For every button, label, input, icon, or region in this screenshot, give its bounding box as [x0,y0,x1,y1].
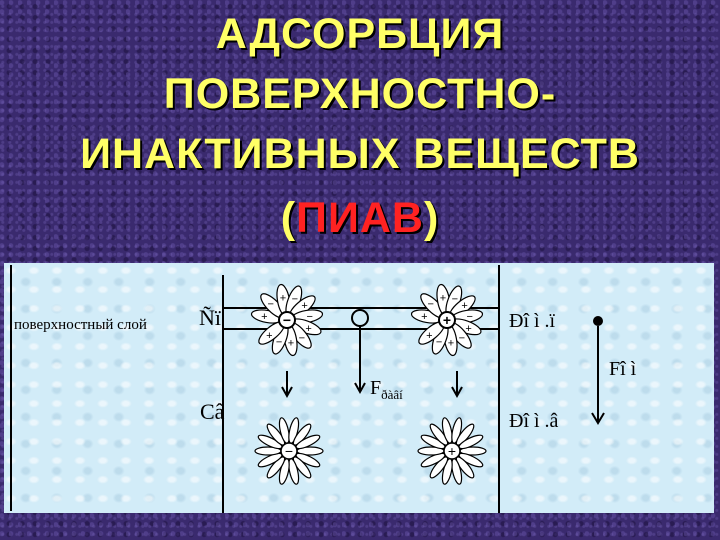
petal-charge-sign: + [461,300,467,312]
title-abbreviation: (ПИАВ) [0,188,720,248]
hydrated-cation-bulk: + [417,417,487,485]
ion-core-charge: + [443,312,451,328]
petal-charge-sign: − [299,333,305,345]
surface-concentration-label: Ñï [199,305,221,330]
petal-charge-sign: − [267,299,273,311]
force-arrow-head [354,382,366,395]
petal-charge-sign: − [306,311,312,323]
petal-charge-sign: − [427,299,433,311]
petal-charge-sign: + [266,330,272,342]
adsorption-diagram: поверхностный слой Ñï Câ Fðàâí Ðî ì .ï Ð… [10,265,637,513]
force-subscript: ðàâí [381,387,403,402]
petal-charge-sign: + [280,292,286,304]
ion-core [438,311,456,329]
pressure-surface-label: Ðî ì .ï [509,310,556,332]
title-line-1: АДСОРБЦИЯ [215,10,505,58]
bulk-concentration-label: Câ [200,399,225,424]
ion-core [443,442,461,460]
petal-charge-sign: − [459,333,465,345]
abbreviation-text: ПИАВ [296,194,424,242]
diagram-panel: поверхностный слой Ñï Câ Fðàâí Ðî ì .ï Ð… [4,263,714,513]
ion-core [280,442,298,460]
resultant-force-label: Fî ì [609,358,637,380]
petal-charge-sign: − [452,293,458,305]
ion-core-charge: − [283,312,291,328]
petal-charge-sign: − [466,311,472,323]
force-label: Fðàâí [370,377,403,402]
petal-charge-sign: + [288,338,294,350]
force-letter: F [370,377,381,399]
paren-open: ( [280,194,297,242]
surface-layer-label: поверхностный слой [14,317,147,333]
petal-charge-sign: + [426,330,432,342]
petal-charge-sign: − [276,337,282,349]
title-line-3: ИНАКТИВНЫХ ВЕЩЕСТВ [80,130,640,178]
right-arrow-head [451,386,463,399]
hydrated-anion-bulk: − [254,417,324,485]
hydrated-cation-surface: +−+−+−+−+−++ [410,283,484,357]
petal-charge-sign: + [261,311,267,323]
petal-charge-sign: + [305,323,311,335]
petal-charge-sign: + [421,311,427,323]
resultant-force-arrow-head [591,412,605,425]
piav-molecule-surface [351,309,369,327]
hydrated-anion-surface: +−+−+−+−+−+− [250,283,324,357]
petal-charge-sign: + [465,323,471,335]
petal-charge-sign: + [301,300,307,312]
ion-core-charge: − [285,443,293,459]
petal-charge-sign: − [292,293,298,305]
petal-charge-sign: + [440,292,446,304]
pressure-bulk-label: Ðî ì .â [509,410,559,432]
paren-close: ) [423,194,440,242]
title-line-2: ПОВЕРХНОСТНО- [163,70,557,118]
petal-charge-sign: + [448,338,454,350]
ion-core [278,311,296,329]
resultant-force-origin-dot [593,316,603,326]
left-arrow-head [281,386,293,399]
petal-charge-sign: − [436,337,442,349]
ion-core-charge: + [448,443,456,459]
